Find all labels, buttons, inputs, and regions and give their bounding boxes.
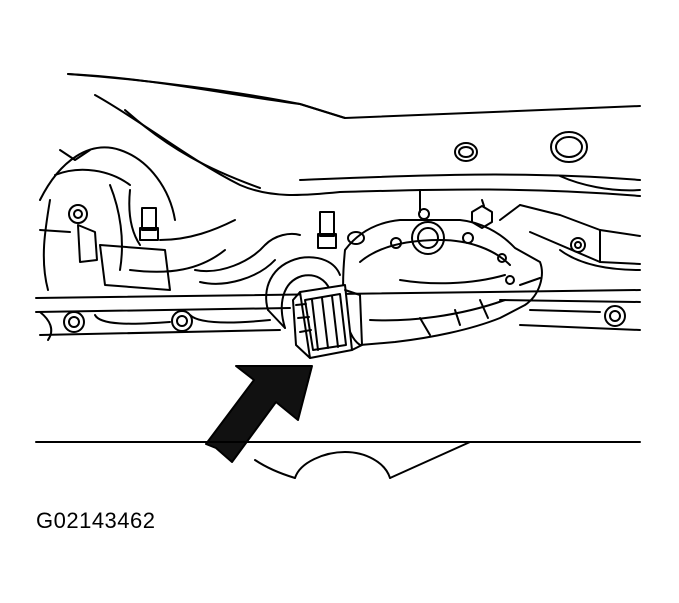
- rail-bolt-mid: [171, 310, 193, 332]
- panel-hole-large: [550, 131, 588, 163]
- rail-bolt-left: [63, 311, 85, 333]
- underbody-line: [35, 441, 641, 479]
- arrow-pointing-to-connector: [205, 365, 313, 463]
- center-sensor: [317, 211, 365, 249]
- left-sensor-body: [141, 207, 157, 231]
- rail-bolt-right: [604, 305, 626, 327]
- electrical-connector: [292, 284, 363, 359]
- left-hose: [99, 244, 171, 291]
- upper-body-panel: [67, 73, 641, 197]
- sensor-housing: [342, 219, 543, 346]
- left-bolt-head: [68, 204, 88, 224]
- range-sensor-shaft: [411, 221, 445, 255]
- panel-holes: [454, 131, 588, 163]
- panel-hole-small: [454, 142, 478, 162]
- left-mechanism: [39, 146, 301, 291]
- figure-code-label: G02143462: [36, 508, 156, 533]
- right-brackets: [418, 189, 641, 271]
- vent-tube: [265, 256, 341, 329]
- callout-arrow: [205, 365, 313, 463]
